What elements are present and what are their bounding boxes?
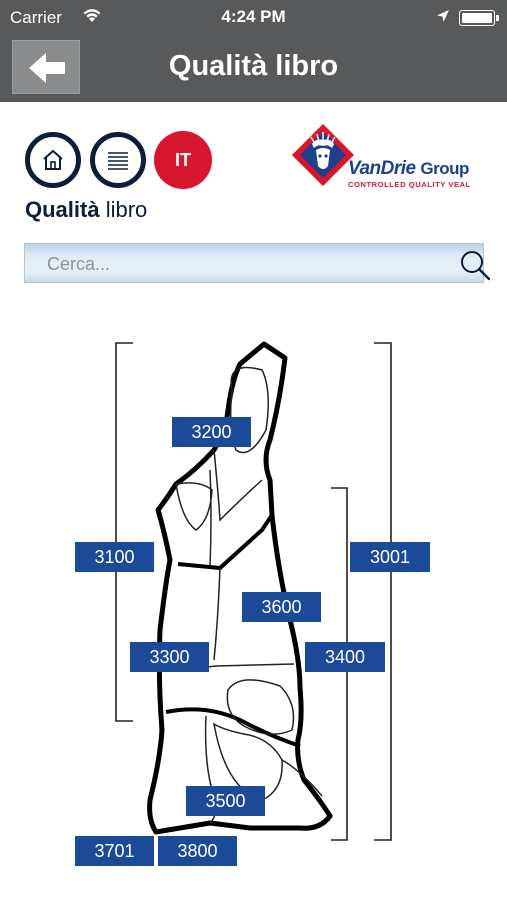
home-button[interactable] bbox=[25, 132, 81, 188]
search-input[interactable] bbox=[47, 252, 427, 276]
brand-name: VanDrie Group bbox=[348, 158, 469, 179]
back-button[interactable] bbox=[12, 40, 80, 94]
list-menu-icon bbox=[108, 152, 128, 170]
home-icon bbox=[43, 149, 63, 170]
arrow-left-icon bbox=[29, 53, 65, 83]
carcass-diagram: 3200 3100 3001 3600 3300 3400 3500 3701 … bbox=[0, 320, 507, 880]
carrier-label: Carrier bbox=[10, 8, 62, 27]
search-icon[interactable] bbox=[457, 248, 493, 282]
bracket-3100 bbox=[115, 342, 133, 722]
cut-code-3701[interactable]: 3701 bbox=[75, 836, 154, 866]
cut-code-3800[interactable]: 3800 bbox=[158, 836, 237, 866]
status-bar: Carrier 4:24 PM bbox=[0, 0, 507, 36]
search-bar bbox=[24, 243, 491, 283]
bracket-3001 bbox=[374, 342, 392, 841]
page-title: Qualità libro bbox=[168, 50, 339, 82]
vandrie-logo: VanDrie Group CONTROLLED QUALITY VEAL bbox=[290, 122, 490, 194]
cut-code-3600[interactable]: 3600 bbox=[242, 592, 321, 622]
cut-code-3300[interactable]: 3300 bbox=[130, 642, 209, 672]
menu-button[interactable] bbox=[90, 132, 146, 188]
cut-code-3100[interactable]: 3100 bbox=[75, 542, 154, 572]
cut-code-3001[interactable]: 3001 bbox=[350, 542, 430, 572]
clock: 4:24 PM bbox=[221, 7, 286, 26]
battery-icon bbox=[459, 10, 499, 26]
calf-head-logo-icon bbox=[292, 124, 354, 186]
carcass-outline bbox=[115, 341, 392, 841]
brand-tagline: CONTROLLED QUALITY VEAL bbox=[348, 180, 471, 189]
wifi-icon bbox=[82, 7, 102, 28]
cut-code-3400[interactable]: 3400 bbox=[305, 642, 385, 672]
cut-code-3500[interactable]: 3500 bbox=[186, 786, 265, 816]
language-button[interactable]: IT bbox=[154, 131, 212, 189]
section-heading: Qualità libro bbox=[25, 197, 148, 222]
location-arrow-icon bbox=[436, 8, 450, 28]
navigation-bar: Qualità libro bbox=[0, 36, 507, 102]
cut-code-3200[interactable]: 3200 bbox=[172, 417, 251, 447]
